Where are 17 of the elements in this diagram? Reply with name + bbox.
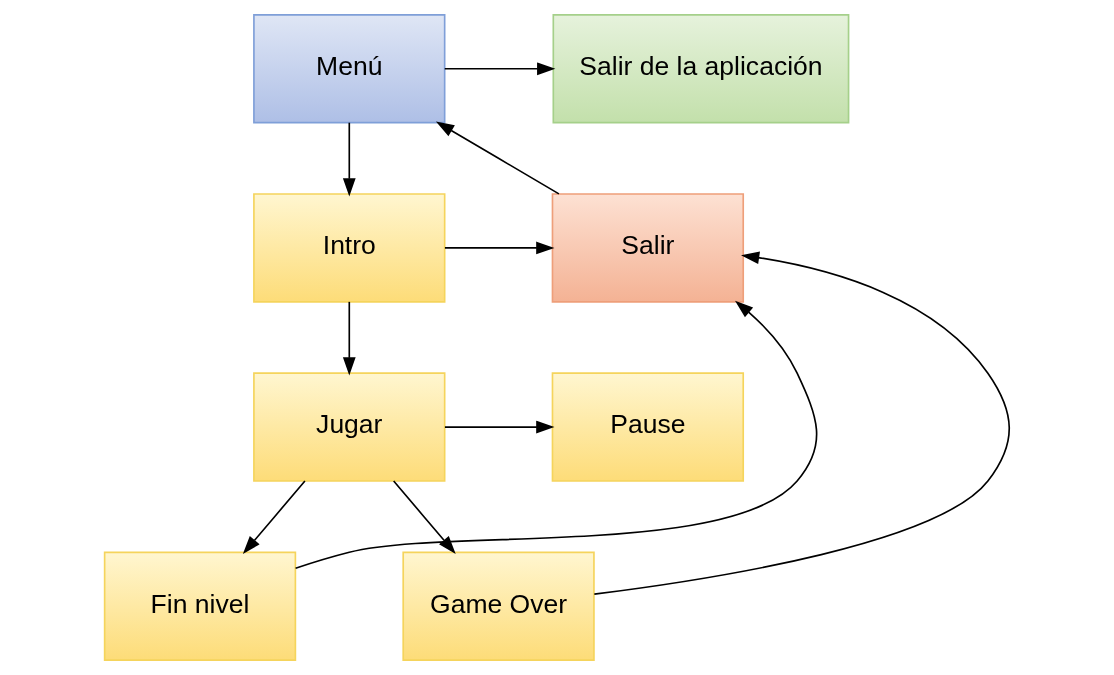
node-box: Pause — [551, 372, 745, 482]
arrow — [342, 301, 356, 376]
arrow — [593, 251, 1011, 595]
node-box: Menú — [253, 14, 446, 124]
arrow — [444, 241, 555, 255]
node-box: Salir de la aplicación — [552, 14, 850, 124]
node-box: Game Over — [402, 551, 595, 661]
arrow — [444, 420, 555, 434]
arrow — [435, 121, 560, 195]
arrow — [242, 480, 306, 555]
node-box: Fin nivel — [103, 551, 297, 661]
arrow — [443, 62, 556, 76]
node-box: Intro — [253, 193, 446, 303]
node-box: Salir — [551, 193, 745, 303]
arrow — [294, 300, 818, 570]
arrow — [342, 121, 356, 197]
node-box: Jugar — [253, 372, 446, 482]
